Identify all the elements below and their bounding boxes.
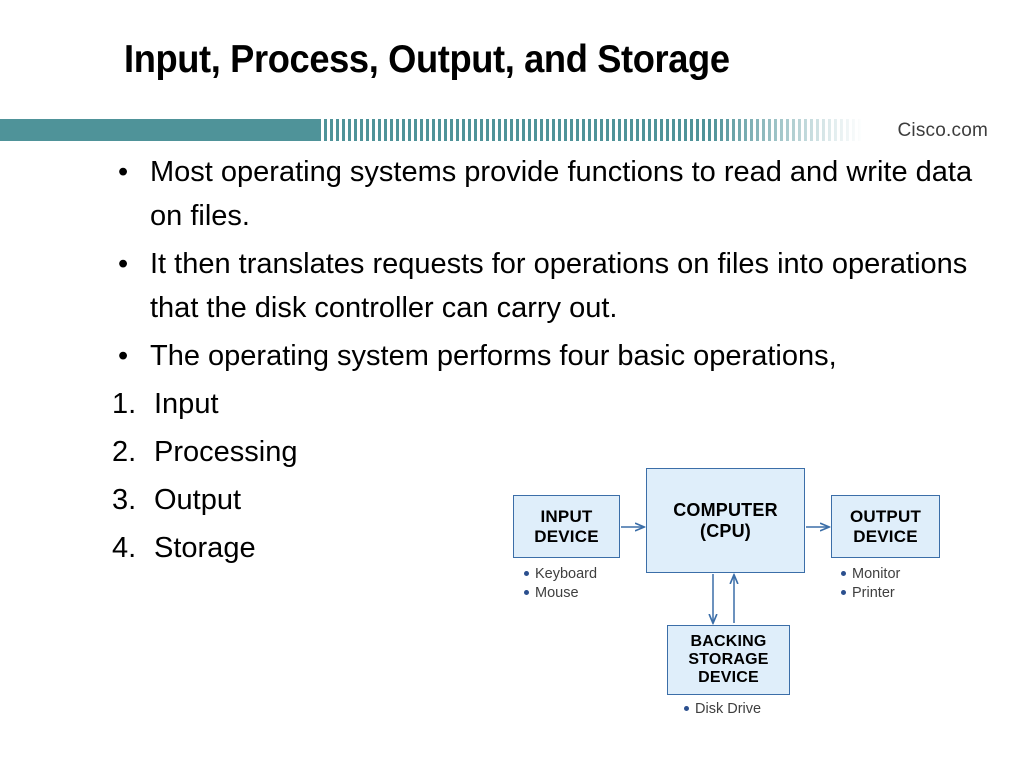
bullet-marker: •	[118, 156, 129, 188]
output-device-line1: OUTPUT	[849, 507, 922, 527]
list-item-label: Output	[154, 484, 242, 516]
list-item-label: Input	[154, 388, 219, 420]
bullet-text: Most operating systems provide functions…	[150, 156, 973, 232]
storage-example-label: Disk Drive	[695, 701, 762, 717]
list-item: 3. Output	[112, 478, 1012, 522]
bullet-dot-icon	[524, 570, 529, 576]
input-device-line2: DEVICE	[534, 526, 599, 546]
list-item: 4. Storage	[112, 526, 1012, 570]
input-example-label: Mouse	[535, 585, 579, 601]
storage-device-examples: Disk Drive	[684, 700, 761, 719]
diagram-box-computer-cpu[interactable]: COMPUTER (CPU)	[646, 468, 805, 573]
bullet-marker: •	[118, 340, 129, 372]
cpu-line2: (CPU)	[700, 520, 751, 541]
input-device-line1: INPUT	[540, 507, 593, 527]
list-item-number: 1.	[112, 388, 137, 420]
list-item-number: 2.	[112, 436, 137, 468]
brand-label: Cisco.com	[897, 120, 988, 141]
diagram-box-input-device[interactable]: INPUT DEVICE	[513, 495, 620, 558]
list-item: 1. Input	[112, 382, 1012, 426]
ipo-storage-diagram: INPUT DEVICE COMPUTER (CPU) OUTPUT DEVIC…	[500, 455, 1000, 745]
input-example-item: Keyboard	[524, 565, 597, 584]
storage-example-item: Disk Drive	[684, 700, 761, 719]
bullet-dot-icon	[524, 589, 529, 595]
output-example-label: Monitor	[852, 566, 901, 582]
bullet-dot-icon	[684, 705, 689, 711]
diagram-box-backing-storage-device[interactable]: BACKING STORAGE DEVICE	[667, 625, 790, 695]
list-item-number: 4.	[112, 532, 137, 564]
output-device-examples: Monitor Printer	[841, 565, 900, 603]
band-solid-segment	[0, 119, 334, 141]
bullet-marker: •	[118, 248, 129, 280]
output-example-item: Monitor	[841, 565, 900, 584]
bullet-text: It then translates requests for operatio…	[150, 248, 968, 324]
input-example-label: Keyboard	[535, 566, 598, 582]
output-example-label: Printer	[852, 585, 895, 601]
storage-line2: STORAGE	[688, 651, 769, 669]
list-item: 2. Processing	[112, 430, 1012, 474]
list-item-number: 3.	[112, 484, 137, 516]
storage-line3: DEVICE	[698, 668, 759, 686]
output-device-line2: DEVICE	[853, 526, 918, 546]
slide-body: • Most operating systems provide functio…	[112, 150, 1012, 574]
bullet-dot-icon	[841, 589, 846, 595]
input-device-examples: Keyboard Mouse	[524, 565, 597, 603]
list-item-label: Storage	[154, 532, 256, 564]
bullet-dot-icon	[841, 570, 846, 576]
output-example-item: Printer	[841, 584, 900, 603]
page-title: Input, Process, Output, and Storage	[124, 38, 730, 81]
band-striped-segment	[318, 119, 863, 141]
bullet-item: • The operating system performs four bas…	[112, 334, 1012, 378]
diagram-box-output-device[interactable]: OUTPUT DEVICE	[831, 495, 940, 558]
storage-line1: BACKING	[690, 633, 767, 651]
bullet-item: • Most operating systems provide functio…	[112, 150, 1012, 238]
cpu-line1: COMPUTER	[673, 500, 778, 521]
input-example-item: Mouse	[524, 584, 597, 603]
header-accent-band: Cisco.com	[0, 119, 1024, 141]
bullet-item: • It then translates requests for operat…	[112, 242, 1012, 330]
bullet-text: The operating system performs four basic…	[150, 340, 837, 372]
list-item-label: Processing	[154, 436, 298, 468]
